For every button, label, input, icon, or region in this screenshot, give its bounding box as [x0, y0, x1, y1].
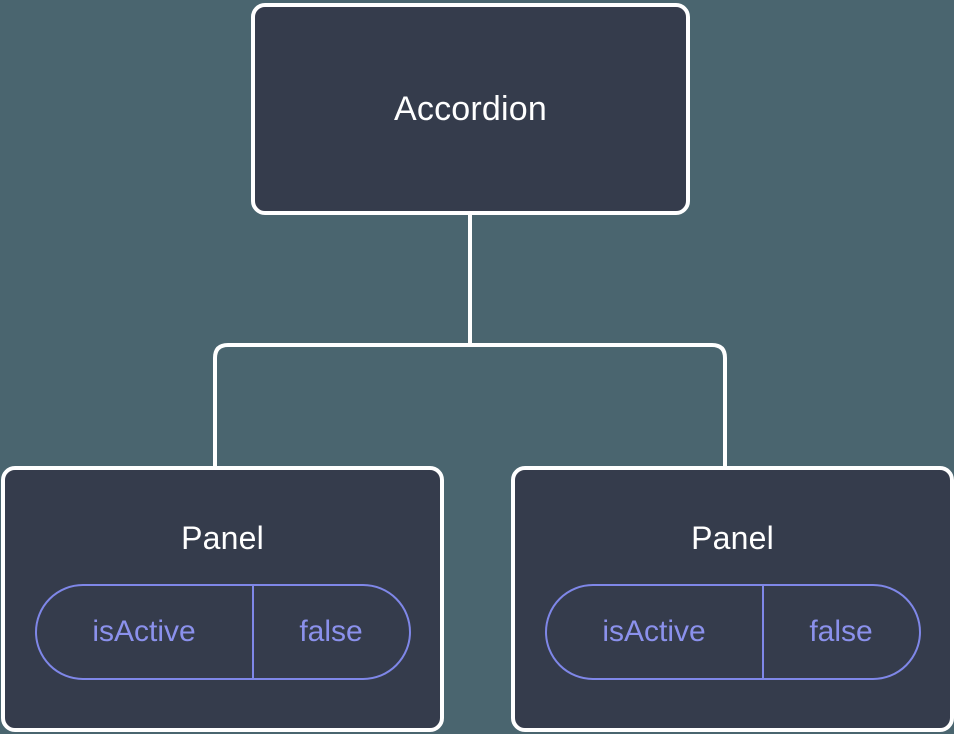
connector-branch-left [213, 343, 470, 468]
prop-key-is-active: isActive [37, 586, 254, 678]
connector-branch-right [470, 343, 727, 468]
prop-key-is-active: isActive [547, 586, 764, 678]
prop-value-is-active: false [809, 615, 873, 648]
node-panel-1[interactable]: Panel isActive false [1, 466, 444, 732]
node-accordion-title: Accordion [394, 90, 547, 128]
node-panel-2-title: Panel [691, 520, 774, 556]
prop-value-is-active: false [299, 615, 363, 648]
node-accordion[interactable]: Accordion [251, 3, 690, 215]
node-panel-2[interactable]: Panel isActive false [511, 466, 954, 732]
prop-pill-panel-1[interactable]: isActive false [34, 584, 411, 680]
node-panel-1-title: Panel [181, 520, 264, 556]
prop-pill-panel-2[interactable]: isActive false [544, 584, 921, 680]
